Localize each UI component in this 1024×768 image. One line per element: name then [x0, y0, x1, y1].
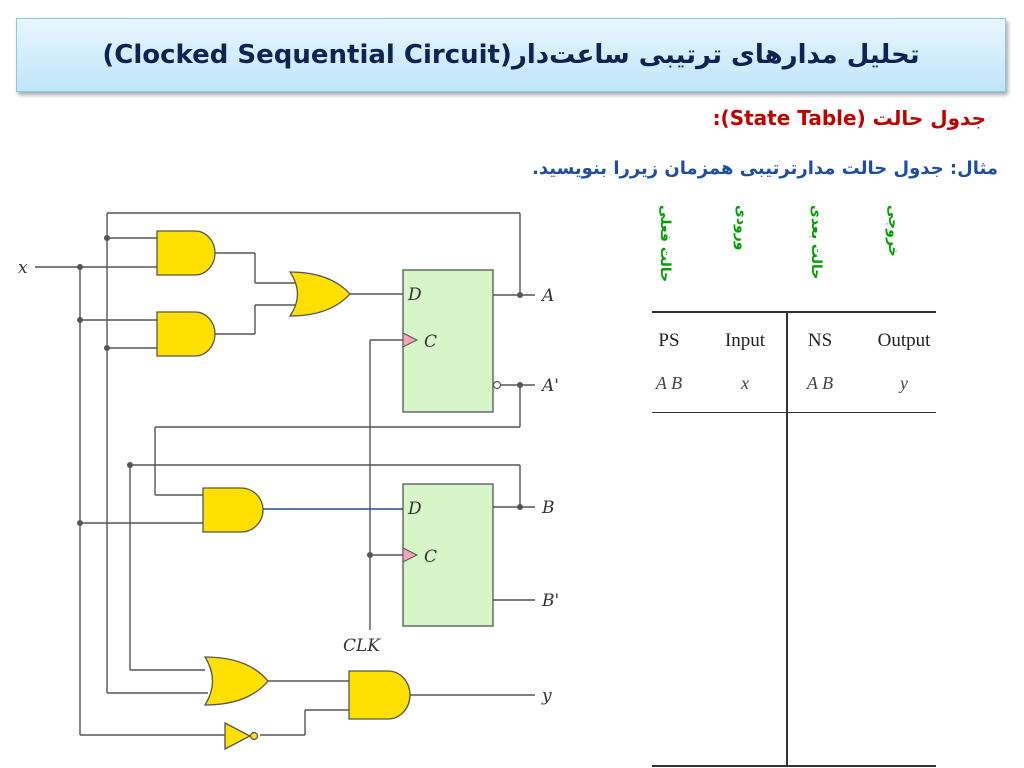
header-input: Input	[724, 330, 766, 351]
svg-text:C: C	[424, 332, 437, 352]
slide-title: تحلیل مدارهای ترتیبی ساعت‌دار(Clocked Se…	[102, 40, 920, 70]
title-banner: تحلیل مدارهای ترتیبی ساعت‌دار(Clocked Se…	[16, 18, 1006, 92]
table-divider	[786, 313, 788, 765]
svg-text:D: D	[407, 285, 422, 305]
svg-text:A': A'	[540, 376, 559, 396]
fa-header-ps: حالت فعلی	[657, 205, 673, 283]
table-top-rule	[652, 311, 936, 313]
svg-text:C: C	[424, 547, 437, 567]
circuit-diagram: x D C D C A A' B B' y CLK	[18, 212, 559, 751]
subheader-input: x	[741, 373, 749, 393]
table-bottom-rule	[652, 765, 936, 767]
header-ns: NS	[807, 330, 833, 351]
svg-text:B': B'	[541, 591, 559, 611]
svg-text:A: A	[540, 286, 554, 306]
fa-header-input: ورودی	[733, 205, 749, 251]
header-ps: PS	[658, 330, 680, 351]
svg-text:D: D	[407, 499, 422, 519]
fa-header-output: خروجی	[885, 205, 901, 257]
subheader-ns: A B	[806, 373, 834, 393]
example-instruction: مثال: جدول حالت مدارترتیبی همزمان زیررا …	[532, 158, 998, 179]
svg-text:y: y	[541, 686, 552, 706]
state-table-subtitle: جدول حالت (State Table):	[712, 106, 986, 130]
fa-header-ns: حالت بعدی	[808, 205, 824, 280]
clk-label: CLK	[343, 636, 381, 656]
table-header-rule	[652, 412, 936, 413]
subheader-ps: A B	[655, 373, 683, 393]
svg-text:B: B	[541, 498, 555, 518]
header-output: Output	[877, 330, 931, 351]
subheader-output: y	[900, 373, 908, 393]
input-x-label: x	[18, 258, 28, 278]
